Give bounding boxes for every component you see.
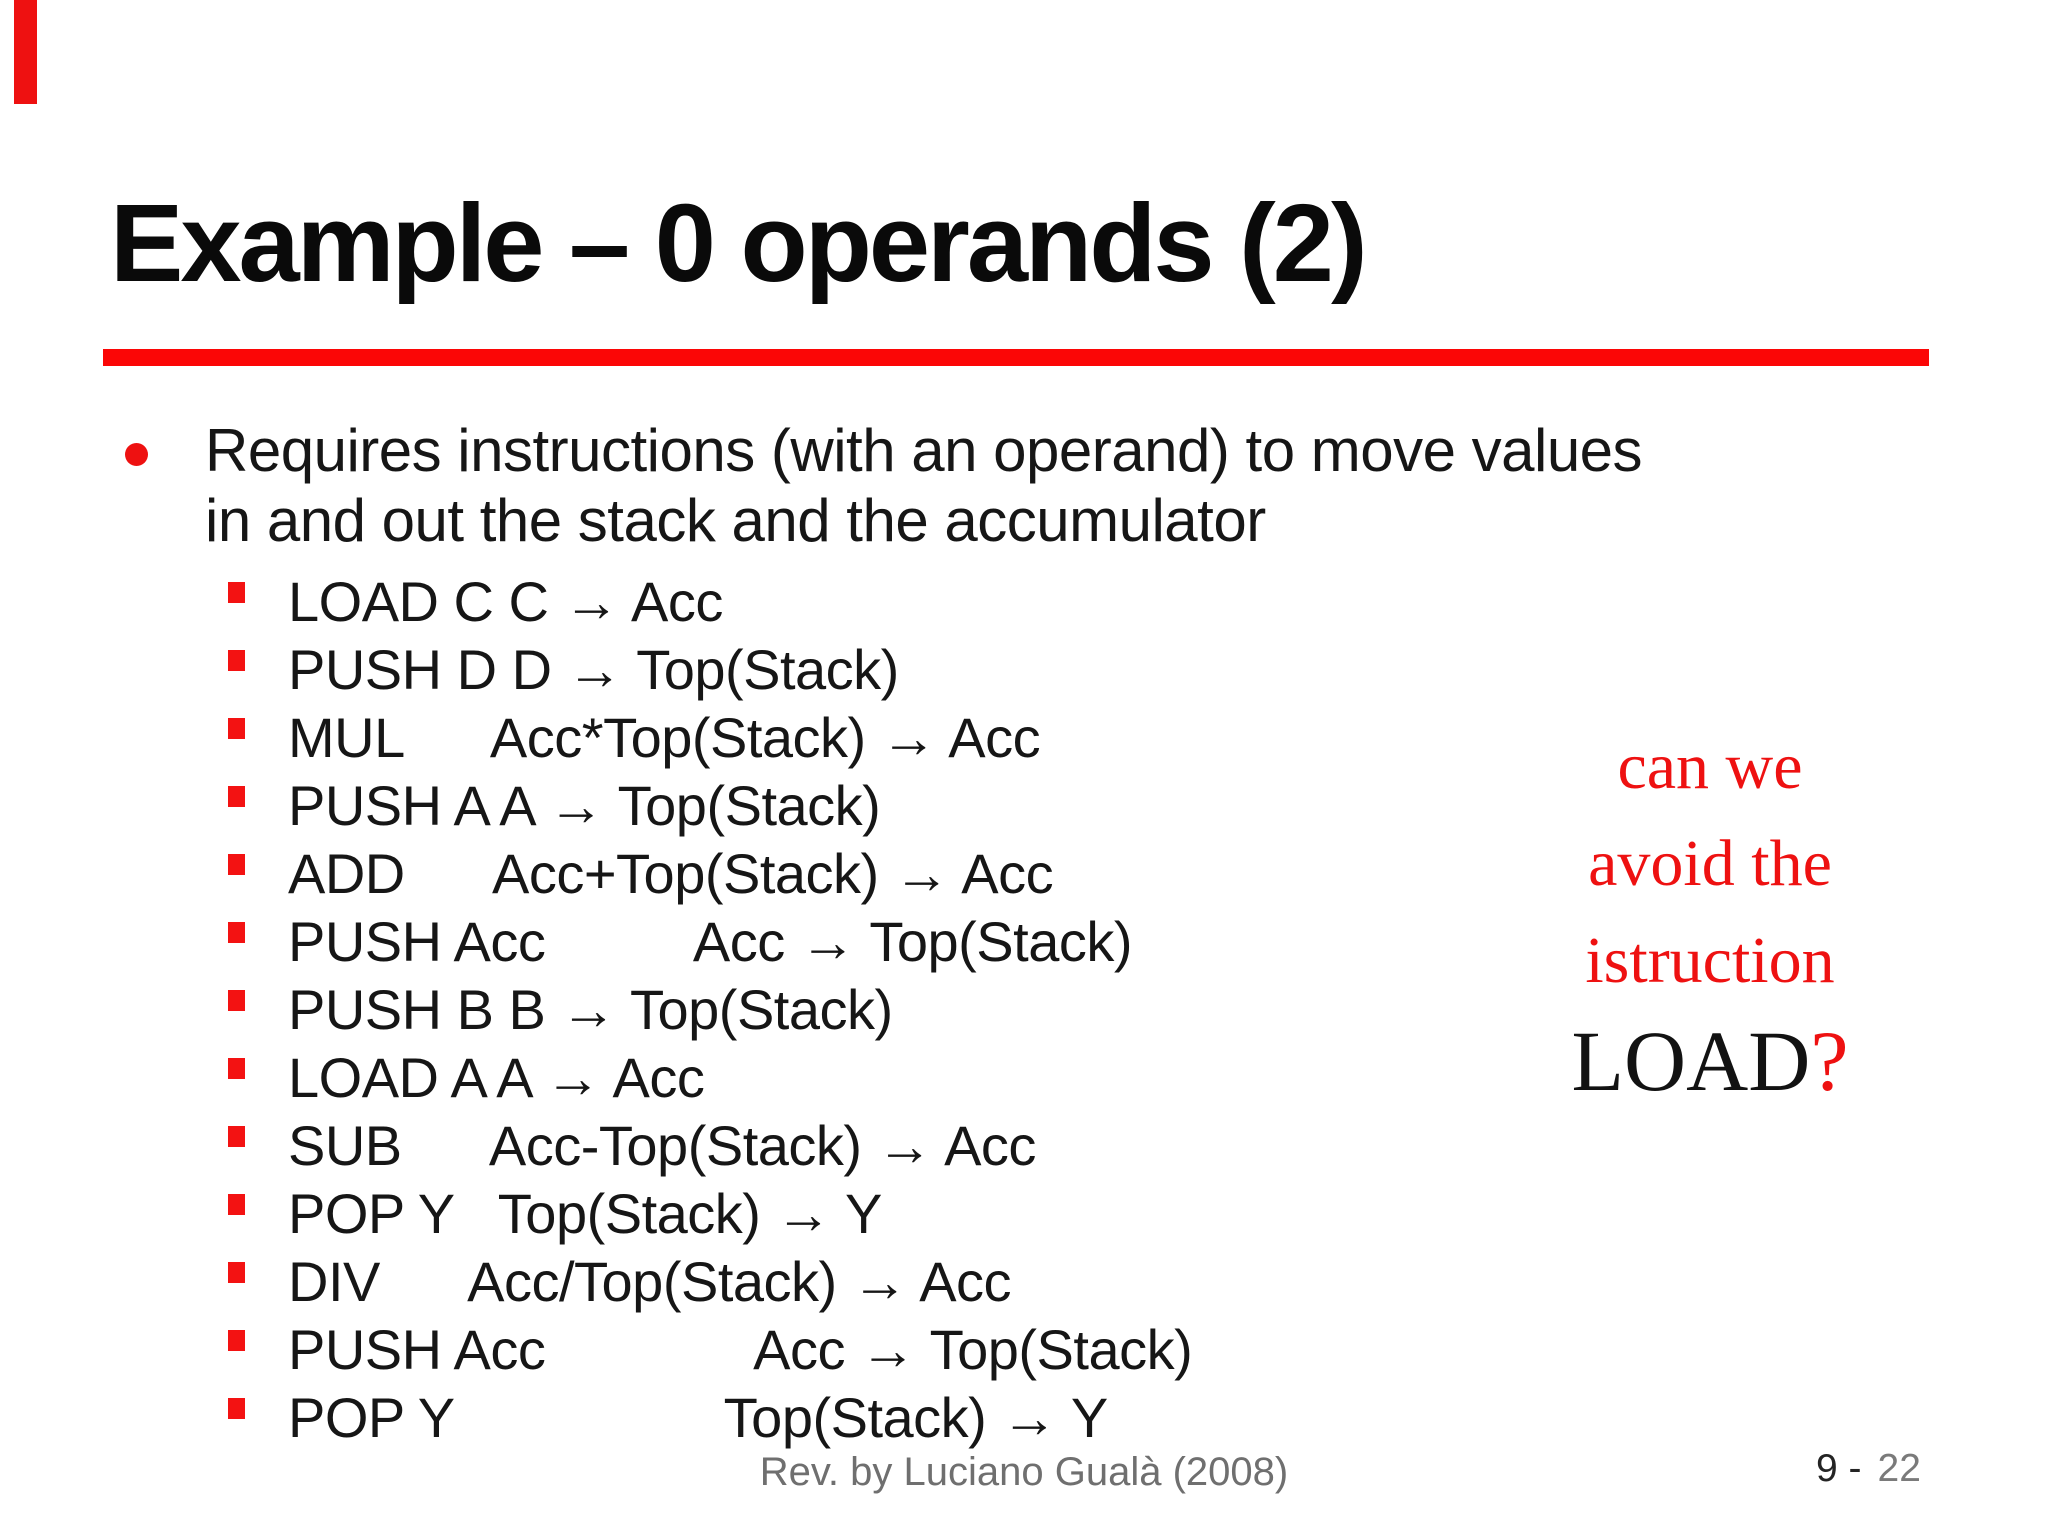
instruction-item: PUSH A A → Top(Stack) [228, 772, 1488, 840]
instruction-item: DIV Acc/Top(Stack) → Acc [228, 1248, 1488, 1316]
side-note-load-line: LOAD? [1500, 1009, 1920, 1113]
load-question-mark: ? [1810, 1013, 1849, 1109]
instruction-text: POP Y Top(Stack) → Y [288, 1182, 882, 1245]
title-underline [103, 349, 1929, 366]
instruction-item: ADD Acc+Top(Stack) → Acc [228, 840, 1488, 908]
square-bullet-icon [228, 854, 245, 875]
lead-paragraph: Requires instructions (with an operand) … [205, 416, 1965, 556]
side-note-line2: avoid the [1588, 827, 1832, 900]
instruction-text: LOAD C C → Acc [288, 570, 723, 633]
square-bullet-icon [228, 990, 245, 1011]
round-bullet-icon [125, 443, 148, 466]
instruction-item: POP Y Top(Stack) → Y [228, 1384, 1488, 1452]
footer-credit: Rev. by Luciano Gualà (2008) [759, 1450, 1289, 1494]
load-word: LOAD [1571, 1013, 1811, 1109]
square-bullet-icon [228, 1194, 245, 1215]
square-bullet-icon [228, 786, 245, 807]
instruction-item: PUSH B B → Top(Stack) [228, 976, 1488, 1044]
instruction-text: PUSH B B → Top(Stack) [288, 978, 893, 1041]
instruction-text: PUSH A A → Top(Stack) [288, 774, 881, 837]
instruction-item: PUSH D D → Top(Stack) [228, 636, 1488, 704]
lead-paragraph-line1: Requires instructions (with an operand) … [205, 417, 1643, 484]
square-bullet-icon [228, 1398, 245, 1419]
square-bullet-icon [228, 1126, 245, 1147]
square-bullet-icon [228, 582, 245, 603]
page-number: 9 - 22 [1816, 1446, 1921, 1492]
instruction-item: SUB Acc-Top(Stack) → Acc [228, 1112, 1488, 1180]
square-bullet-icon [228, 1330, 245, 1351]
instruction-list: LOAD C C → Acc PUSH D D → Top(Stack) MUL… [228, 568, 1488, 1452]
square-bullet-icon [228, 1262, 245, 1283]
slide-title: Example – 0 operands (2) [110, 182, 1368, 305]
side-note-line3: istruction [1585, 924, 1835, 997]
instruction-text: PUSH Acc Acc → Top(Stack) [288, 1318, 1193, 1381]
side-note-line1: can we [1617, 730, 1803, 803]
instruction-text: MUL Acc*Top(Stack) → Acc [288, 706, 1041, 769]
instruction-text: ADD Acc+Top(Stack) → Acc [288, 842, 1054, 905]
square-bullet-icon [228, 650, 245, 671]
corner-red-mark [14, 0, 37, 104]
square-bullet-icon [228, 718, 245, 739]
instruction-text: SUB Acc-Top(Stack) → Acc [288, 1114, 1036, 1177]
instruction-text: POP Y Top(Stack) → Y [288, 1386, 1108, 1449]
instruction-item: PUSH Acc Acc → Top(Stack) [228, 1316, 1488, 1384]
page-number-page: 22 [1877, 1447, 1921, 1490]
instruction-text: PUSH D D → Top(Stack) [288, 638, 899, 701]
instruction-item: POP Y Top(Stack) → Y [228, 1180, 1488, 1248]
square-bullet-icon [228, 1058, 245, 1079]
page-number-chapter: 9 - [1816, 1447, 1862, 1490]
instruction-item: PUSH Acc Acc → Top(Stack) [228, 908, 1488, 976]
side-note: can we avoid the istruction LOAD? [1500, 718, 1920, 1113]
instruction-item: LOAD C C → Acc [228, 568, 1488, 636]
lead-paragraph-line2: in and out the stack and the accumulator [205, 487, 1266, 554]
instruction-item: LOAD A A → Acc [228, 1044, 1488, 1112]
instruction-text: DIV Acc/Top(Stack) → Acc [288, 1250, 1012, 1313]
instruction-item: MUL Acc*Top(Stack) → Acc [228, 704, 1488, 772]
instruction-text: PUSH Acc Acc → Top(Stack) [288, 910, 1133, 973]
instruction-text: LOAD A A → Acc [288, 1046, 705, 1109]
square-bullet-icon [228, 922, 245, 943]
